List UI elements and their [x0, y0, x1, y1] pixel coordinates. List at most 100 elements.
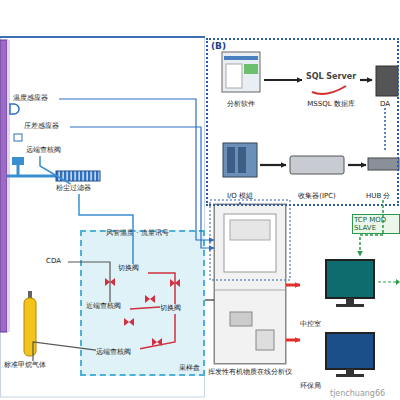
dust-filter	[56, 171, 100, 181]
network-link	[378, 282, 396, 283]
sensor-label: 压差感应器	[24, 122, 70, 132]
connector	[148, 273, 175, 304]
connector	[79, 194, 133, 264]
hub-box	[368, 158, 399, 170]
analyzer-window	[224, 214, 276, 272]
connector	[70, 127, 214, 248]
connector	[140, 314, 175, 349]
sample-pipe	[17, 165, 20, 176]
software-chart	[244, 64, 258, 74]
collector-node: 收集器(IPC)	[286, 150, 348, 200]
connector	[205, 299, 214, 300]
analyzer-pump	[230, 312, 252, 326]
valve-symbol	[170, 279, 180, 287]
connector	[286, 284, 300, 287]
node-text: SQL Server	[298, 72, 364, 81]
sampling-panel: 采样盘切换阀近端查核阀切换阀远端查核阀	[80, 230, 205, 376]
connector	[286, 339, 300, 342]
io-node: I/O 模組	[220, 140, 260, 200]
connector	[33, 342, 96, 361]
valve-symbol	[145, 295, 155, 303]
connector	[130, 307, 160, 309]
node-text: (B)	[211, 41, 226, 51]
watermark: tjenchuang66	[330, 389, 385, 398]
dotted-callout	[210, 200, 290, 280]
software-node: 分析软件	[218, 48, 264, 108]
connector	[360, 79, 372, 81]
analyzer-shelf	[214, 290, 286, 291]
node-text: 收集器(IPC)	[278, 192, 356, 200]
epa-office: 环保局	[300, 330, 380, 390]
sql-logo	[312, 86, 346, 94]
node-text: HUB 分	[366, 192, 390, 200]
connector	[348, 164, 366, 166]
gas-cylinder	[24, 298, 36, 356]
da-server	[376, 66, 398, 96]
node-text: 粉尘过滤器	[56, 184, 91, 192]
monitor-screen	[326, 260, 374, 298]
connector	[264, 79, 302, 81]
software-panel	[226, 64, 242, 88]
connector	[260, 164, 286, 166]
connector	[239, 200, 241, 204]
valve-label: 切换阀	[118, 264, 148, 274]
io-module	[223, 143, 257, 177]
temperature-sensor	[10, 104, 19, 114]
valve-label: 远端查核阀	[26, 146, 74, 156]
system-panel: (B)分析软件SQL ServerMSSQL 数据库DAI/O 模組收集器(IP…	[206, 38, 399, 206]
io-slot	[227, 147, 235, 173]
analyzer-box: 挥发性有机物质在线分析仪	[214, 204, 286, 364]
pressure-sensor	[14, 134, 22, 141]
node-text: DA	[372, 100, 398, 108]
analyzer-module	[230, 220, 270, 240]
edge-label: TCP MOD SLAVE	[352, 214, 400, 234]
monitor-base	[336, 304, 364, 307]
da-node: DA	[372, 62, 398, 108]
monitor-screen	[326, 333, 374, 369]
node-text: CDA	[46, 257, 61, 265]
node-text: 挥发性有机物质在线分析仪	[203, 368, 297, 376]
node-text: 环保局	[300, 382, 321, 390]
supply-label: CDA	[46, 257, 68, 267]
connector	[40, 156, 71, 184]
monitor-stand	[346, 298, 354, 304]
node-text: 温度感应器	[13, 94, 48, 102]
filter-label: 粉尘过滤器	[56, 184, 102, 194]
node-text: 中控室	[300, 320, 321, 328]
node-text: 远端查核阀	[26, 146, 61, 154]
connector	[59, 99, 214, 240]
chimney-shade	[7, 40, 10, 332]
ipc-box	[290, 156, 344, 174]
node-text: 近端查核阀	[86, 302, 121, 310]
monitor-stand	[346, 369, 354, 374]
valve-symbol	[105, 278, 115, 286]
control-room: 中控室	[300, 256, 380, 328]
node-text: 压差感应器	[24, 122, 59, 130]
monitor-base	[336, 374, 364, 377]
node-text: 分析软件	[210, 100, 272, 108]
software-bar	[224, 56, 258, 60]
io-slot	[238, 147, 246, 173]
valve-label: 切换阀	[160, 304, 190, 314]
analyzer-part	[256, 330, 274, 350]
connector	[68, 262, 110, 302]
sample-pipe	[7, 175, 56, 178]
node-text: 切换阀	[160, 304, 181, 312]
node-text: 标准甲烷气体	[4, 361, 46, 369]
software-screenshot	[222, 52, 260, 92]
gas-label: 标准甲烷气体	[4, 361, 62, 371]
connector	[384, 108, 386, 150]
network-arrowhead	[396, 279, 400, 285]
node-text: 远端查核阀	[96, 348, 131, 356]
valve-symbol	[124, 318, 134, 326]
valve-label: 近端查核阀	[86, 302, 130, 312]
check-valve-icon	[12, 157, 24, 165]
valve-label: 远端查核阀	[96, 348, 140, 358]
database-node: SQL ServerMSSQL 数据库	[302, 70, 360, 108]
panel-top-line	[0, 36, 205, 38]
valve-symbol	[152, 338, 162, 346]
connector	[360, 200, 383, 256]
